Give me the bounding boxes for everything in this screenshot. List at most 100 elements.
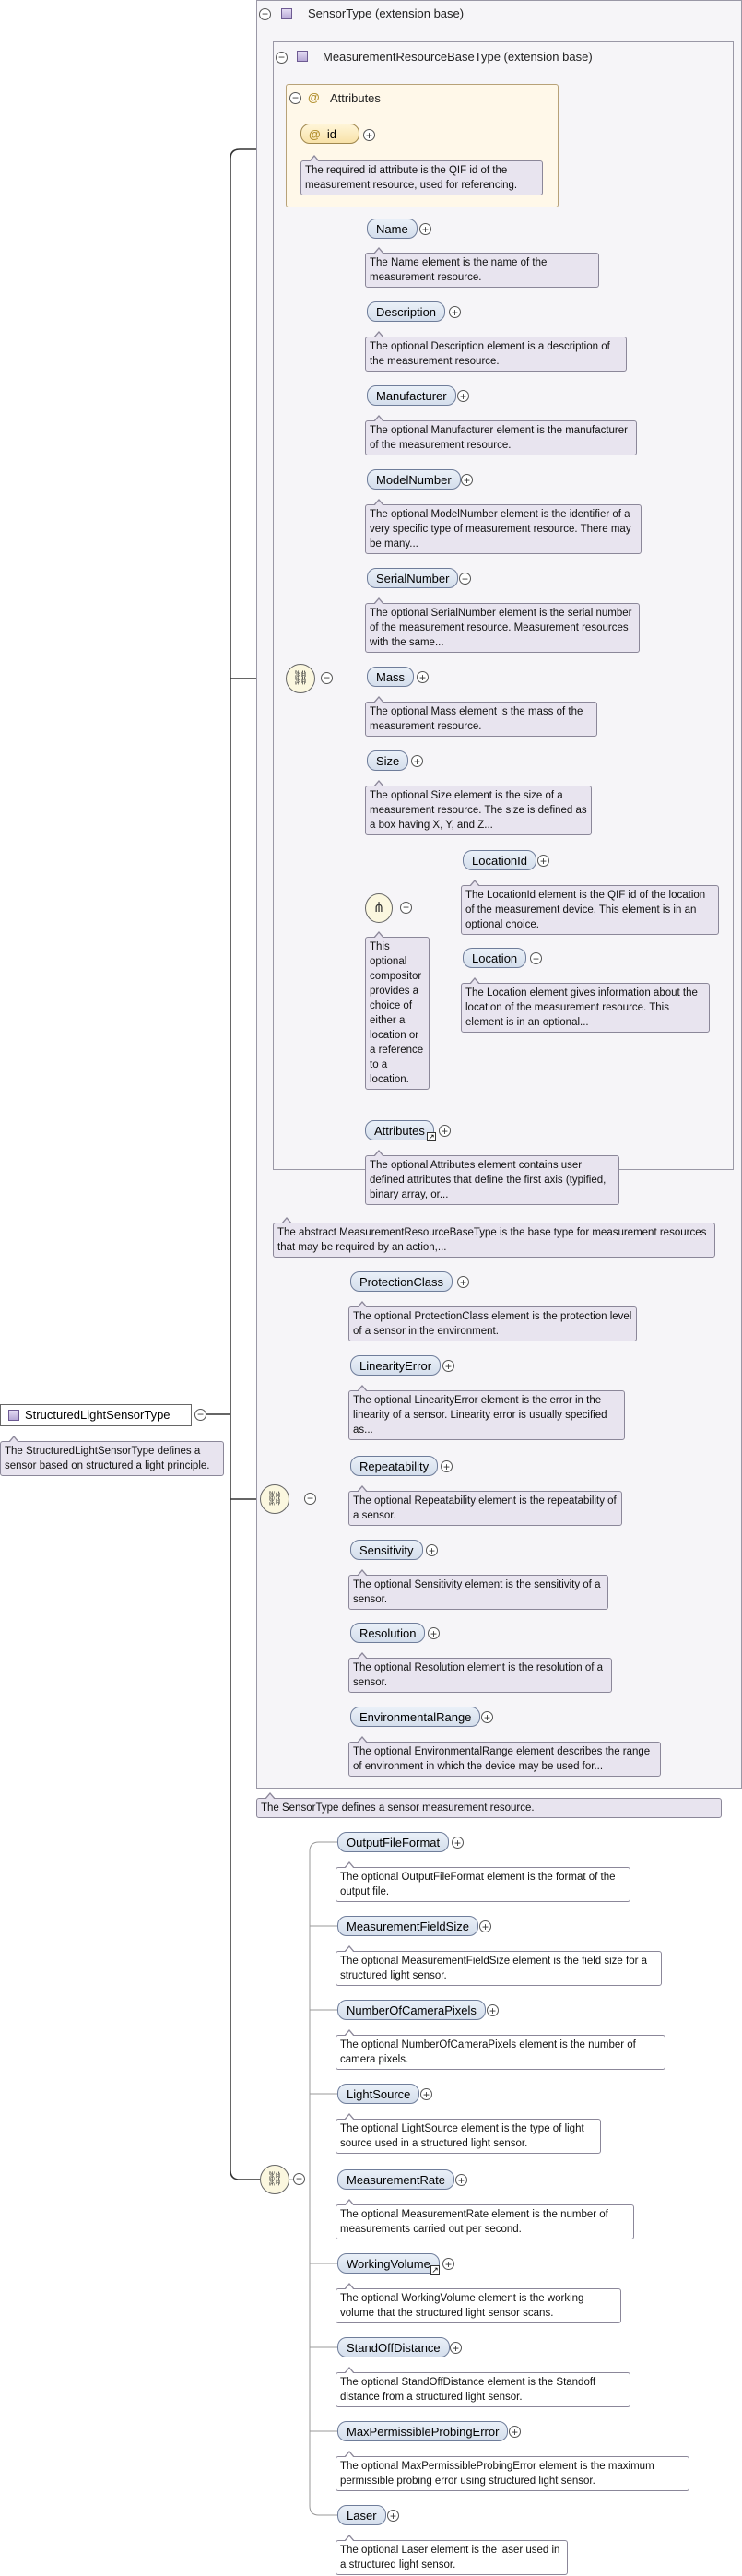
element-serialnumber[interactable]: SerialNumber [367, 568, 459, 588]
expand-icon[interactable]: + [459, 573, 471, 585]
manufacturer-doc: The optional Manufacturer element is the… [365, 415, 637, 455]
id-attribute-label: id [326, 127, 337, 141]
sequence-compositor-icon[interactable]: ⛓ [260, 1484, 289, 1514]
element-mass[interactable]: Mass [367, 667, 415, 687]
expand-icon[interactable]: + [487, 2004, 499, 2016]
expand-icon[interactable]: + [428, 1627, 440, 1639]
sensor-type-title: SensorType (extension base) [308, 6, 465, 20]
complex-type-icon [8, 1410, 19, 1421]
expand-icon[interactable]: + [479, 1920, 491, 1932]
location-doc: The Location element gives information a… [461, 977, 710, 1033]
element-attributes[interactable]: Attributes [365, 1120, 434, 1140]
expand-icon[interactable]: + [450, 2342, 462, 2354]
expand-icon[interactable]: + [426, 1544, 438, 1556]
collapse-icon[interactable]: − [194, 1409, 206, 1421]
root-type-box[interactable]: StructuredLightSensorType [0, 1404, 192, 1426]
repeatability-doc: The optional Repeatability element is th… [348, 1485, 622, 1526]
measurementrate-doc: The optional MeasurementRate element is … [336, 2199, 634, 2239]
element-environmentalrange[interactable]: EnvironmentalRange [350, 1707, 481, 1727]
collapse-icon[interactable]: − [400, 902, 412, 914]
expand-icon[interactable]: + [457, 1276, 469, 1288]
collapse-icon[interactable]: − [276, 52, 288, 64]
element-outputfileformat[interactable]: OutputFileFormat [337, 1832, 450, 1852]
element-manufacturer[interactable]: Manufacturer [367, 385, 456, 406]
expand-icon[interactable]: + [509, 2426, 521, 2438]
expand-icon[interactable]: + [537, 855, 549, 867]
element-resolution[interactable]: Resolution [350, 1623, 426, 1643]
element-laser[interactable]: Laser [337, 2505, 386, 2525]
expand-icon[interactable]: + [452, 1837, 464, 1849]
id-attribute[interactable]: @ id [300, 124, 359, 144]
element-locationid[interactable]: LocationId [463, 850, 536, 870]
element-location[interactable]: Location [463, 948, 527, 968]
at-sign-icon: @ [308, 90, 320, 104]
sensitivity-doc: The optional Sensitivity element is the … [348, 1569, 608, 1610]
expand-icon[interactable]: + [442, 2258, 454, 2270]
element-name[interactable]: Name [367, 219, 418, 239]
resolution-doc: The optional Resolution element is the r… [348, 1652, 612, 1693]
element-measurementrate[interactable]: MeasurementRate [337, 2169, 454, 2190]
expand-icon[interactable]: + [481, 1711, 493, 1723]
element-protectionclass[interactable]: ProtectionClass [350, 1271, 453, 1292]
description-doc: The optional Description element is a de… [365, 331, 627, 372]
element-description[interactable]: Description [367, 301, 446, 322]
complex-type-icon [297, 51, 308, 62]
element-modelnumber[interactable]: ModelNumber [367, 469, 461, 490]
element-lightsource[interactable]: LightSource [337, 2084, 420, 2104]
element-numberofcamerapixels[interactable]: NumberOfCameraPixels [337, 2000, 486, 2020]
expand-icon[interactable]: + [449, 306, 461, 318]
sequence-compositor-icon[interactable]: ⛓ [286, 664, 315, 693]
measurement-resource-doc: The abstract MeasurementResourceBaseType… [273, 1217, 715, 1258]
collapse-icon[interactable]: − [259, 8, 271, 20]
element-standoffdistance[interactable]: StandOffDistance [337, 2337, 450, 2357]
expand-icon[interactable]: + [455, 2174, 467, 2186]
collapse-icon[interactable]: − [304, 1493, 316, 1505]
outputfileformat-doc: The optional OutputFileFormat element is… [336, 1861, 630, 1902]
attributes-doc: The optional Attributes element contains… [365, 1150, 619, 1205]
choice-doc: This optional compositor provides a choi… [365, 931, 430, 1090]
measurement-resource-title: MeasurementResourceBaseType (extension b… [323, 50, 593, 64]
at-sign-icon: @ [309, 127, 321, 141]
expand-icon[interactable]: + [387, 2510, 399, 2522]
size-doc: The optional Size element is the size of… [365, 780, 592, 835]
sequence-compositor-icon[interactable]: ⛓ [260, 2165, 289, 2194]
choice-compositor-icon[interactable]: ⋔ [365, 893, 393, 923]
expand-icon[interactable]: + [439, 1125, 451, 1137]
expand-icon[interactable]: + [457, 390, 469, 402]
workingvolume-doc: The optional WorkingVolume element is th… [336, 2283, 621, 2323]
expand-icon[interactable]: + [411, 755, 423, 767]
sensor-type-doc: The SensorType defines a sensor measurem… [256, 1792, 722, 1818]
protectionclass-doc: The optional ProtectionClass element is … [348, 1301, 637, 1341]
reference-link-icon: ↗ [430, 2265, 440, 2275]
expand-icon[interactable]: + [441, 1460, 453, 1472]
element-workingvolume[interactable]: WorkingVolume [337, 2253, 440, 2274]
lightsource-doc: The optional LightSource element is the … [336, 2113, 601, 2154]
id-attribute-doc: The required id attribute is the QIF id … [300, 155, 543, 195]
collapse-icon[interactable]: − [289, 92, 301, 104]
collapse-icon[interactable]: − [293, 2173, 305, 2185]
collapse-icon[interactable]: − [321, 672, 333, 684]
expand-icon[interactable]: + [417, 671, 429, 683]
element-measurementfieldsize[interactable]: MeasurementFieldSize [337, 1916, 478, 1936]
expand-icon[interactable]: + [442, 1360, 454, 1372]
expand-icon[interactable]: + [363, 129, 375, 141]
mass-doc: The optional Mass element is the mass of… [365, 696, 597, 737]
linearityerror-doc: The optional LinearityError element is t… [348, 1385, 625, 1440]
environmentalrange-doc: The optional EnvironmentalRange element … [348, 1736, 661, 1777]
locationid-doc: The LocationId element is the QIF id of … [461, 880, 719, 935]
element-maxpermissibleprobingerror[interactable]: MaxPermissibleProbingError [337, 2421, 509, 2441]
expand-icon[interactable]: + [420, 2088, 432, 2100]
expand-icon[interactable]: + [461, 474, 473, 486]
element-size[interactable]: Size [367, 750, 409, 771]
numberofcamerapixels-doc: The optional NumberOfCameraPixels elemen… [336, 2029, 665, 2070]
root-type-name: StructuredLightSensorType [25, 1408, 171, 1422]
standoffdistance-doc: The optional StandOffDistance element is… [336, 2367, 630, 2407]
laser-doc: The optional Laser element is the laser … [336, 2535, 568, 2575]
element-linearityerror[interactable]: LinearityError [350, 1355, 442, 1376]
expand-icon[interactable]: + [530, 952, 542, 964]
expand-icon[interactable]: + [419, 223, 431, 235]
root-doc: The StructuredLightSensorType defines a … [0, 1436, 224, 1476]
element-repeatability[interactable]: Repeatability [350, 1456, 439, 1476]
name-doc: The Name element is the name of the meas… [365, 247, 599, 288]
element-sensitivity[interactable]: Sensitivity [350, 1540, 423, 1560]
